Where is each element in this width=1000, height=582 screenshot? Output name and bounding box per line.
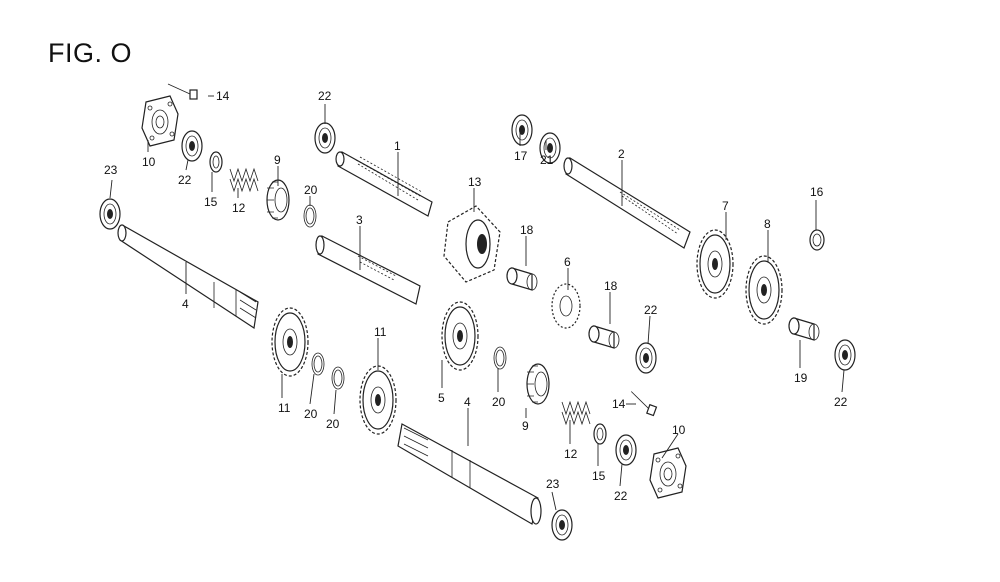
callout-23-a: 23 bbox=[104, 163, 118, 177]
callout-12-a: 12 bbox=[232, 201, 246, 215]
sleeve-19 bbox=[788, 317, 820, 341]
spring-12-b bbox=[561, 401, 591, 425]
callout-20-c: 20 bbox=[326, 417, 340, 431]
spring-12-a bbox=[229, 168, 259, 192]
bearing-22-e bbox=[615, 434, 637, 466]
callout-15-a: 15 bbox=[204, 195, 218, 209]
washer-15-b bbox=[593, 423, 607, 445]
callout-18-a: 18 bbox=[520, 223, 534, 237]
bearing-23-a bbox=[99, 198, 121, 230]
leader-lines bbox=[109, 95, 845, 511]
callout-1: 1 bbox=[394, 139, 401, 153]
collar-16 bbox=[809, 229, 825, 251]
callout-9-b: 9 bbox=[522, 419, 529, 433]
callout-17: 17 bbox=[514, 149, 528, 163]
figure-title: FIG. O bbox=[48, 38, 132, 68]
callout-22-e: 22 bbox=[614, 489, 628, 503]
gear-11-a bbox=[271, 307, 309, 377]
callout-18-b: 18 bbox=[604, 279, 618, 293]
gear-5 bbox=[441, 301, 479, 371]
callout-6: 6 bbox=[564, 255, 571, 269]
shaft-3 bbox=[315, 235, 421, 305]
callout-22-d: 22 bbox=[834, 395, 848, 409]
callout-4-lower: 4 bbox=[464, 395, 471, 409]
clip-20-c bbox=[331, 366, 345, 390]
bevel-gear-13 bbox=[443, 205, 501, 283]
bolt-14-b bbox=[625, 390, 660, 417]
callout-10-a: 10 bbox=[142, 155, 156, 169]
washer-15-a bbox=[209, 151, 223, 173]
callout-21: 21 bbox=[540, 153, 554, 167]
callout-11-b: 11 bbox=[374, 325, 387, 339]
shaft-4-upper bbox=[117, 224, 259, 330]
callout-22-c: 22 bbox=[644, 303, 658, 317]
flange-10-b bbox=[649, 447, 687, 499]
callout-12-b: 12 bbox=[564, 447, 578, 461]
callout-16: 16 bbox=[810, 185, 824, 199]
callout-11-a: 11 bbox=[278, 401, 291, 415]
callout-14-b: 14 bbox=[612, 397, 626, 411]
dog-9-b bbox=[526, 363, 550, 405]
callout-2: 2 bbox=[618, 147, 625, 161]
callout-23-b: 23 bbox=[546, 477, 560, 491]
callout-4-upper: 4 bbox=[182, 297, 189, 311]
clip-20-a bbox=[303, 204, 317, 228]
clip-20-b bbox=[311, 352, 325, 376]
sleeve-18-b bbox=[588, 325, 620, 349]
gear-11-b bbox=[359, 365, 397, 435]
callout-22-a: 22 bbox=[318, 89, 332, 103]
shaft-1 bbox=[335, 151, 433, 217]
callout-19: 19 bbox=[794, 371, 808, 385]
callout-13: 13 bbox=[468, 175, 482, 189]
bolt-14-a bbox=[167, 83, 198, 100]
bearing-23-b bbox=[551, 509, 573, 541]
bearing-22-b bbox=[181, 130, 203, 162]
bearing-22-d bbox=[834, 339, 856, 371]
shaft-2 bbox=[563, 157, 691, 249]
callout-5: 5 bbox=[438, 391, 445, 405]
callout-20-a: 20 bbox=[304, 183, 318, 197]
sleeve-18-a bbox=[506, 267, 538, 291]
callout-labels: 1 2 3 4 4 5 6 7 8 9 9 10 10 11 11 12 12 … bbox=[104, 89, 848, 503]
callout-3: 3 bbox=[356, 213, 363, 227]
callout-20-b: 20 bbox=[304, 407, 318, 421]
callout-8: 8 bbox=[764, 217, 771, 231]
callout-9-a: 9 bbox=[274, 153, 281, 167]
callout-10-b: 10 bbox=[672, 423, 686, 437]
bearing-22-a bbox=[314, 122, 336, 154]
callout-20-d: 20 bbox=[492, 395, 506, 409]
flange-10-a bbox=[141, 95, 179, 147]
gear-6 bbox=[551, 283, 581, 329]
clip-20-d bbox=[493, 346, 507, 370]
callout-7: 7 bbox=[722, 199, 729, 213]
gear-8 bbox=[745, 255, 783, 325]
shaft-4-lower bbox=[397, 423, 542, 525]
callout-15-b: 15 bbox=[592, 469, 606, 483]
bearing-22-c bbox=[635, 342, 657, 374]
bearing-17 bbox=[511, 114, 533, 146]
callout-22-b: 22 bbox=[178, 173, 192, 187]
callout-14-a: 14 bbox=[216, 89, 230, 103]
gear-7 bbox=[696, 229, 734, 299]
